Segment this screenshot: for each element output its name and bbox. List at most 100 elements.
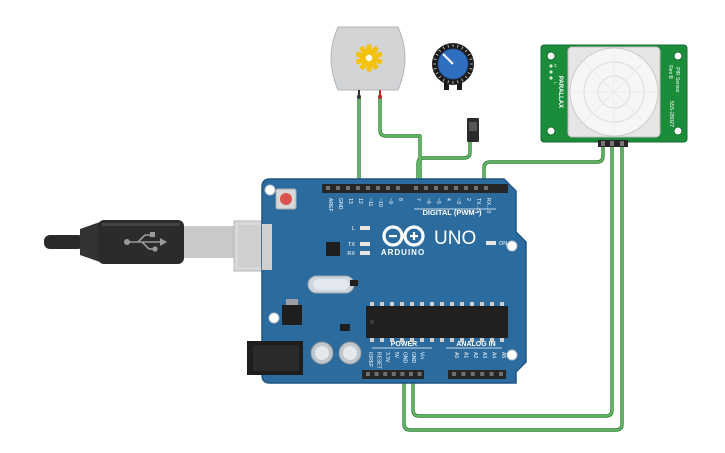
header-pin[interactable] [484, 186, 488, 190]
mounting-hole [506, 349, 518, 361]
crystal [307, 275, 355, 294]
dc-barrel-jack [247, 341, 303, 375]
header-pin[interactable] [417, 372, 422, 376]
header-pin[interactable] [391, 372, 396, 376]
digital-pin-label: ~3 [455, 198, 461, 204]
digital-pin-label: TX→1 [475, 198, 481, 213]
analog-pin-label: A5 [500, 352, 506, 358]
digital-pin-label: 13 [347, 198, 353, 204]
board-model: UNO [434, 228, 476, 249]
analog-pin-label: A1 [462, 352, 468, 358]
header-pin[interactable] [336, 186, 340, 190]
power-pin-label: GND [401, 352, 407, 364]
power-pin-label: IOREF [367, 352, 373, 367]
power-label: POWER [391, 341, 417, 348]
voltage-regulator [282, 299, 302, 325]
pir-part: 555-28027 [668, 101, 674, 127]
header-pin[interactable] [366, 372, 370, 376]
usb-chip [326, 242, 340, 256]
motor-gear-icon [355, 44, 383, 72]
header-pin[interactable] [461, 372, 466, 376]
analog-pin-label: A3 [481, 352, 487, 358]
mounting-hole [268, 312, 280, 324]
wires [357, 94, 624, 432]
header-pin[interactable] [444, 186, 448, 190]
pir-jumper-h: H [553, 64, 558, 67]
capacitor [338, 341, 362, 365]
pir-rev: Rev B [667, 65, 673, 79]
arduino-brand: ARDUINO [381, 248, 425, 257]
analog-pin-label: A0 [453, 352, 459, 358]
power-pin-label: 3.3V [384, 352, 390, 363]
digital-pin-label: ~9 [387, 198, 393, 204]
header-pin[interactable] [356, 186, 360, 190]
digital-pin-label: AREF [327, 198, 333, 212]
digital-pin-label: 12 [357, 198, 363, 204]
led-tx-label: TX [348, 242, 355, 248]
analog-pin-label: A4 [491, 352, 497, 358]
power-pin-label: RESET [376, 352, 382, 369]
power-pin-label: GND [410, 352, 416, 364]
digital-header-label: DIGITAL (PWM~) [422, 208, 482, 217]
header-pin[interactable] [454, 186, 458, 190]
digital-pin-label: 2 [465, 198, 471, 201]
header-pin[interactable] [386, 186, 390, 190]
pir-sensor: H L PARALLAX PIR Sensor Rev B 555-28027 [540, 44, 688, 147]
header-pin[interactable] [474, 186, 478, 190]
header-pin[interactable] [396, 186, 400, 190]
led-l-label: L [352, 226, 355, 232]
header-pin[interactable] [452, 372, 456, 376]
header-pin[interactable] [383, 372, 388, 376]
digital-pin-label: ~5 [435, 198, 441, 204]
digital-pin-label: RX←0 [485, 198, 491, 213]
header-pin[interactable] [480, 372, 485, 376]
mounting-hole [264, 184, 276, 196]
header-pin[interactable] [499, 372, 503, 376]
pir-jumper-l: L [553, 82, 558, 85]
analog-in-label: ANALOG IN [456, 341, 495, 348]
pir-title: PIR Sensor [674, 67, 680, 93]
digital-pin-label: ~11 [367, 198, 373, 207]
dc-motor [330, 26, 406, 99]
led-rx-label: RX [347, 251, 355, 257]
header-pin[interactable] [434, 186, 438, 190]
header-pin[interactable] [346, 186, 350, 190]
slide-switch[interactable] [467, 118, 479, 142]
analog-pin-label: A2 [472, 352, 478, 358]
header-pin[interactable] [464, 186, 468, 190]
digital-pin-label: 8 [397, 198, 403, 201]
on-label: ON [499, 241, 507, 247]
digital-pin-label: GND [337, 198, 343, 210]
arduino-logo: ARDUINO UNO [381, 225, 476, 257]
power-pin-label: 5V [393, 352, 399, 359]
pot-knob-indicator [442, 53, 454, 65]
pir-brand: PARALLAX [557, 76, 563, 108]
header-pin[interactable] [400, 372, 405, 376]
header-pin[interactable] [409, 372, 413, 376]
digital-pin-label: 4 [445, 198, 451, 201]
potentiometer[interactable] [432, 43, 474, 90]
header-pin[interactable] [470, 372, 475, 376]
header-pin[interactable] [366, 186, 370, 190]
header-pin[interactable] [374, 372, 379, 376]
atmega-chip [366, 302, 508, 342]
usb-icon [124, 232, 167, 252]
power-pin-label: Vin [419, 352, 425, 359]
digital-pin-label: 7 [415, 198, 421, 201]
usb-cable [44, 220, 301, 272]
mounting-hole [506, 240, 518, 252]
header-pin[interactable] [414, 186, 418, 190]
digital-pin-label: ~6 [425, 198, 431, 204]
capacitor [310, 341, 334, 365]
header-pin[interactable] [376, 186, 380, 190]
header-pin[interactable] [489, 372, 494, 376]
header-pin[interactable] [424, 186, 428, 190]
status-leds: L TX RX ON [347, 226, 507, 257]
header-pin[interactable] [326, 186, 330, 190]
reset-button[interactable] [275, 188, 297, 210]
